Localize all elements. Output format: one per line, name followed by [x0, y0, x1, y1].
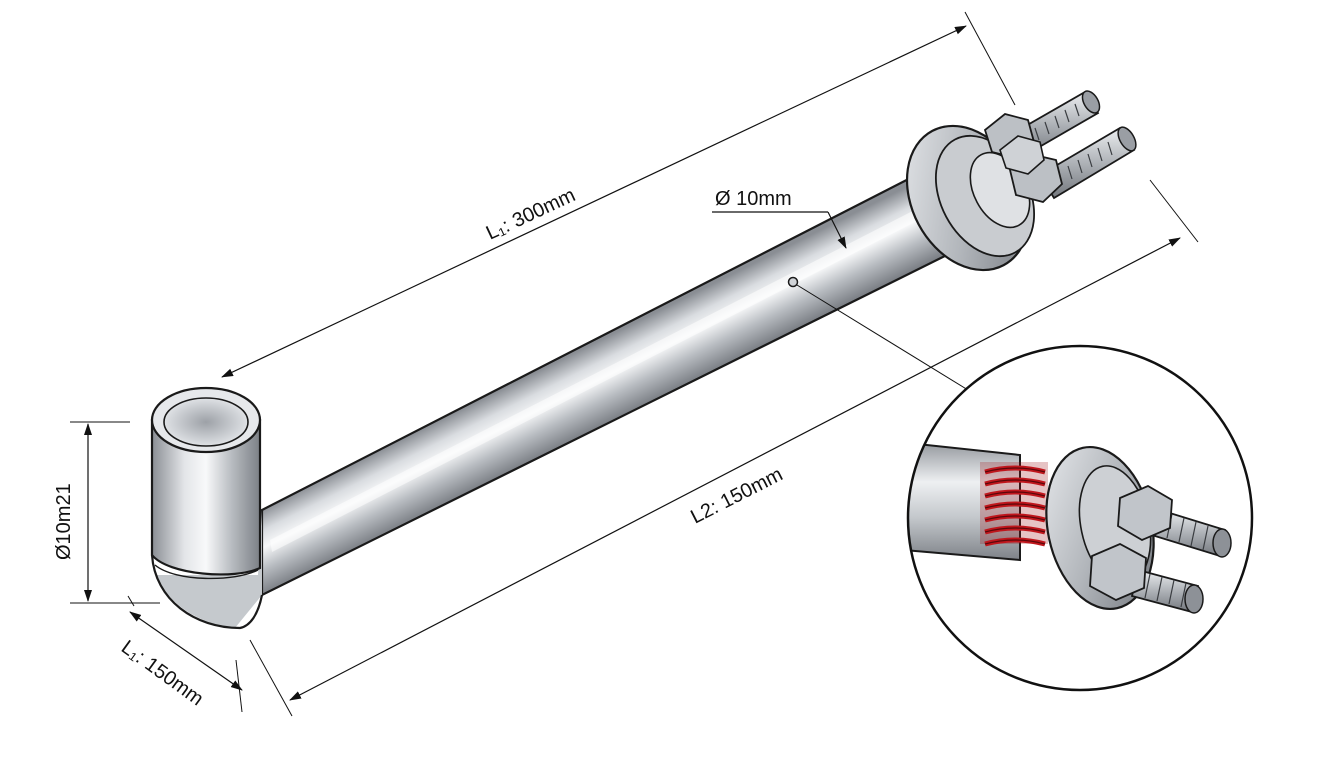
bent-steel-tube [150, 166, 967, 630]
terminal-stud-lower [999, 126, 1137, 203]
hex-nut-mid [999, 135, 1045, 175]
tube-highlight [270, 197, 946, 552]
threaded-terminal-studs [983, 90, 1137, 203]
tube-vertical-section [150, 418, 262, 576]
tube-bend-seam [154, 564, 259, 580]
label-length-bend: L₁: 150mm [117, 636, 207, 710]
label-length-main: L₁: 300mm [483, 184, 579, 244]
detail-stud-lower [1089, 543, 1204, 614]
detail-stud-upper [1117, 484, 1232, 558]
leader-origin-dot [787, 276, 799, 288]
tube-elbow [152, 510, 262, 628]
label-diameter-tube: Ø 10mm [715, 188, 792, 210]
tube-inner-bore [163, 397, 249, 447]
detail-magnifier-circle [906, 344, 1254, 692]
label-diameter-end: Ø10m21 [53, 483, 75, 560]
dimension-lines [70, 11, 1199, 717]
detail-circle-border [906, 344, 1254, 692]
label-length-l2: L2: 150mm [687, 463, 786, 528]
tube-main-section [260, 166, 967, 597]
heating-coil-spring [980, 462, 1048, 547]
